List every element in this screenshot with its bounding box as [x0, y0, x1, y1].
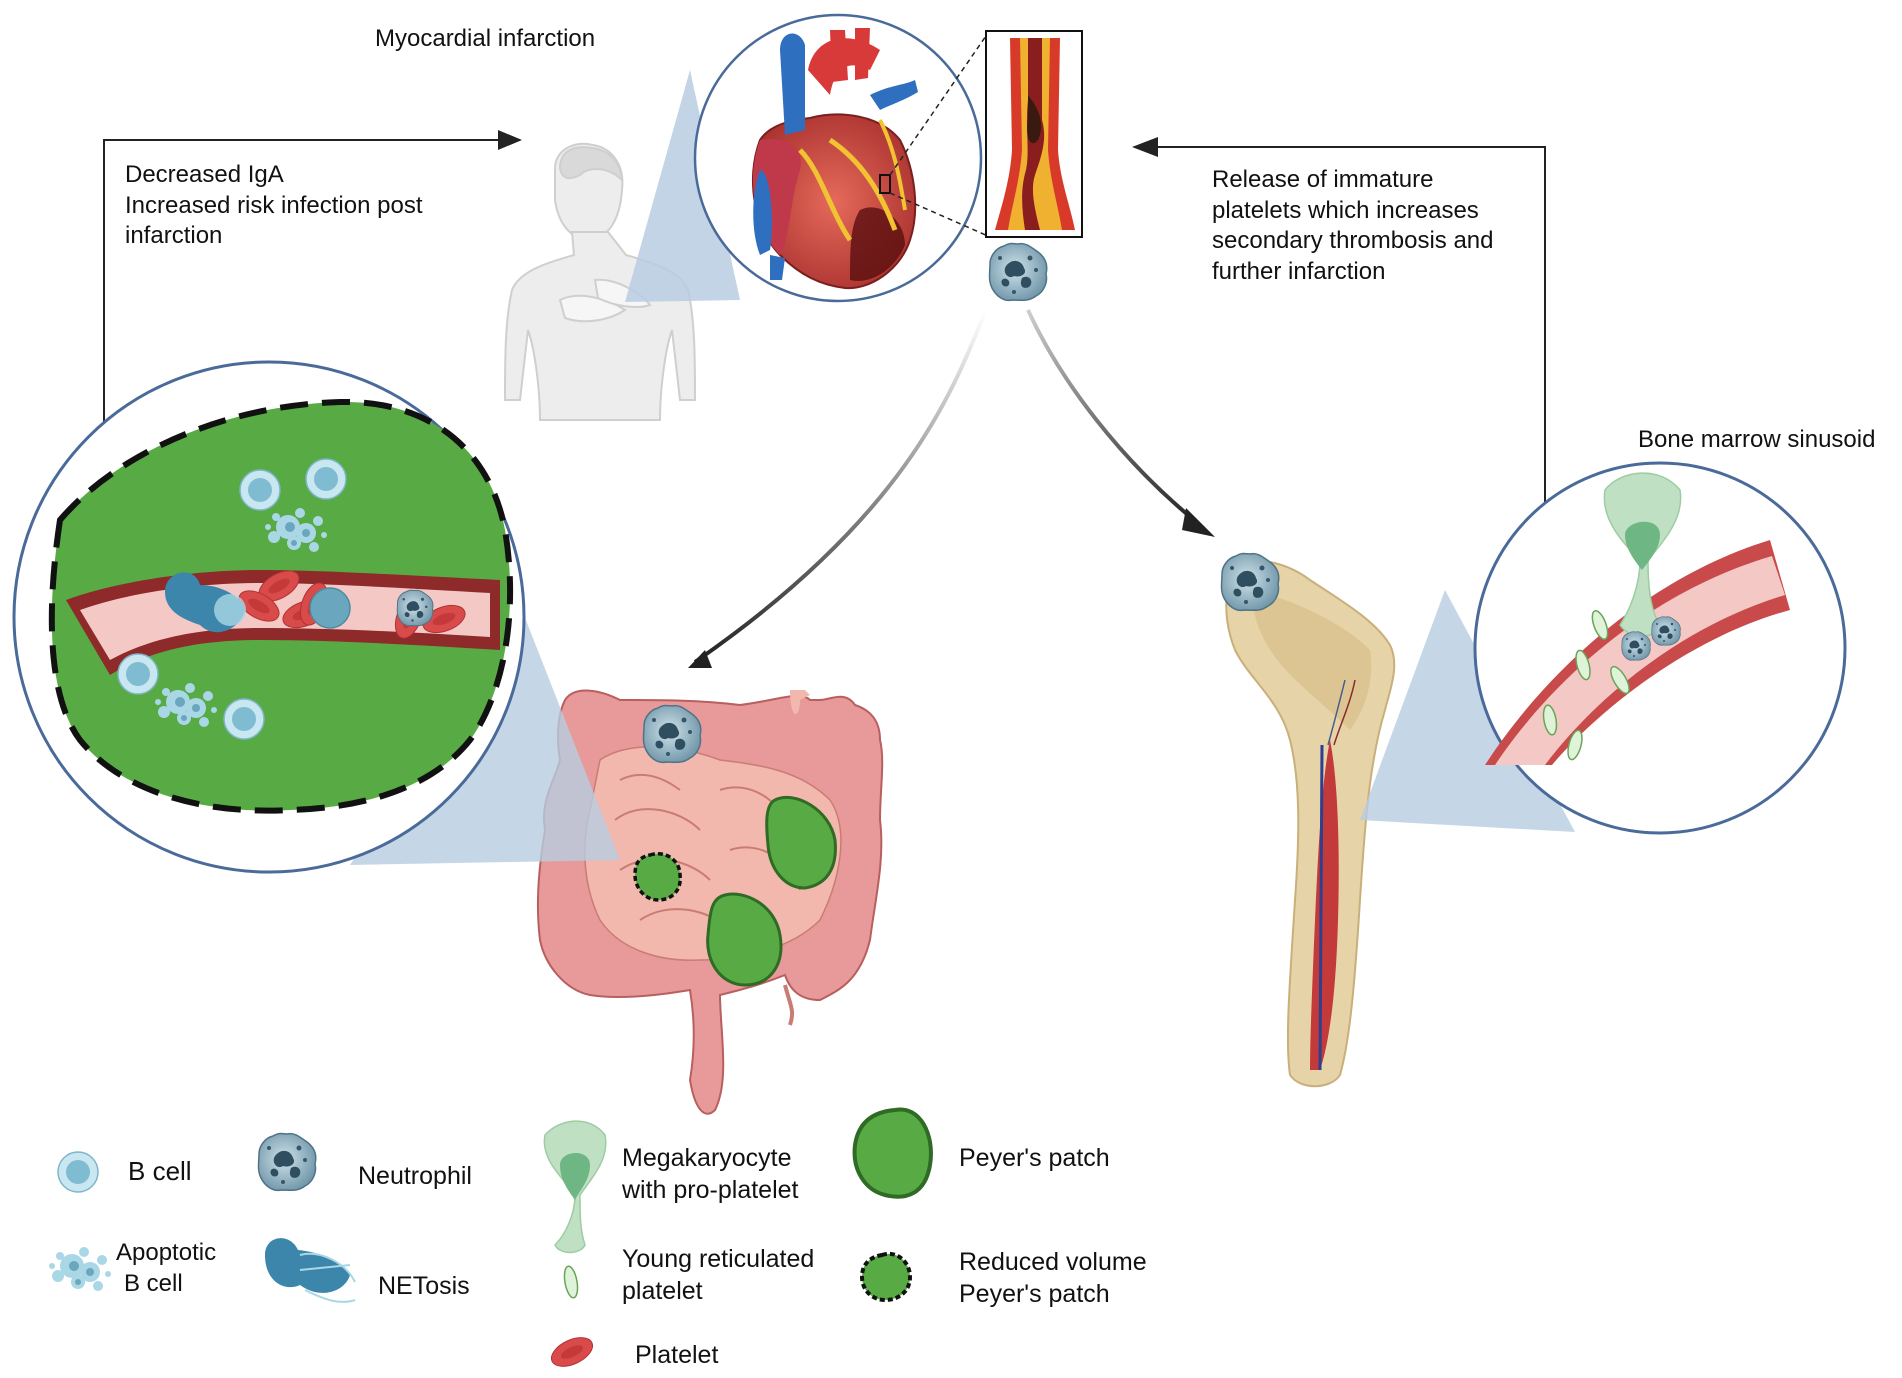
legend-apoptotic-icon [49, 1247, 111, 1291]
inset-dash-top [889, 32, 989, 176]
label-bone-marrow: Bone marrow sinusoid [1638, 426, 1876, 453]
legend-neutrophil-label: Neutrophil [358, 1162, 472, 1190]
legend-netosis-label: NETosis [378, 1272, 470, 1300]
right-feedback-arrowhead [1132, 137, 1158, 157]
legend-peyers-patch-label: Peyer's patch [959, 1144, 1110, 1172]
legend-bcell-label: B cell [128, 1156, 192, 1186]
left-note-line: infarction [125, 222, 223, 250]
legend-netosis-icon [265, 1238, 356, 1303]
label-myocardial-infarction: Myocardial infarction [375, 25, 596, 52]
arrow-to-bone-head [1182, 508, 1215, 537]
legend-neutrophil-icon [257, 1132, 317, 1192]
left-feedback-arrowhead [498, 130, 522, 150]
right-note-line: further infarction [1212, 258, 1386, 286]
legend-apoptotic-label: Apoptotic B cell [116, 1238, 216, 1299]
legend-young-platelet-label: Young reticulated platelet [622, 1243, 814, 1307]
legend-peyers-patch-icon [852, 1107, 933, 1199]
right-note-line: secondary thrombosis and [1212, 227, 1494, 255]
right-note-line: Release of immature [1212, 166, 1434, 193]
legend-apoptotic-line: Apoptotic [116, 1239, 217, 1266]
heart-circle [693, 13, 983, 303]
arrow-to-bone [1026, 309, 1202, 527]
legend-young-platelet-line: platelet [622, 1277, 703, 1305]
legend-megakaryocyte-icon [543, 1120, 607, 1254]
femur [1225, 560, 1396, 1088]
legend-platelet-icon [546, 1331, 598, 1373]
arrow-to-intestine-head [688, 650, 712, 668]
legend-megakaryocyte-label: Megakaryocyte with pro-platelet [622, 1142, 798, 1206]
neutrophil-heart [988, 242, 1048, 302]
legend-reduced-patch-line: Reduced volume [959, 1248, 1147, 1276]
left-note-line: Increased risk infection post [125, 191, 423, 219]
legend-icons [49, 1107, 933, 1373]
legend-young-platelet-line: Young reticulated [622, 1245, 815, 1273]
artery-inset [985, 30, 1083, 238]
legend-reduced-patch-label: Reduced volume Peyer's patch [959, 1246, 1147, 1310]
bone-marrow-circle [1473, 461, 1847, 835]
legend-reduced-patch-line: Peyer's patch [959, 1280, 1110, 1308]
legend-apoptotic-line: B cell [124, 1269, 183, 1297]
legend-reduced-patch-icon [859, 1251, 913, 1303]
legend-bcell-icon [57, 1151, 99, 1193]
heart-zoom-cone [625, 70, 740, 302]
arrow-to-intestine [693, 311, 987, 664]
legend-young-platelet-icon [563, 1265, 579, 1299]
right-note: Release of immature platelets which incr… [1212, 165, 1493, 288]
left-note: Decreased IgA Increased risk infection p… [125, 160, 422, 252]
legend-megakaryocyte-line: with pro-platelet [622, 1176, 799, 1204]
neutrophil-intestine [642, 704, 702, 764]
legend-platelet-label: Platelet [635, 1341, 719, 1369]
neutrophil-bone [1220, 552, 1280, 612]
intestine [536, 689, 884, 1115]
gut-zoom-circle [12, 360, 526, 874]
right-note-line: platelets which increases [1212, 196, 1479, 224]
left-note-line: Decreased IgA [125, 161, 284, 188]
legend-megakaryocyte-line: Megakaryocyte [622, 1144, 792, 1172]
